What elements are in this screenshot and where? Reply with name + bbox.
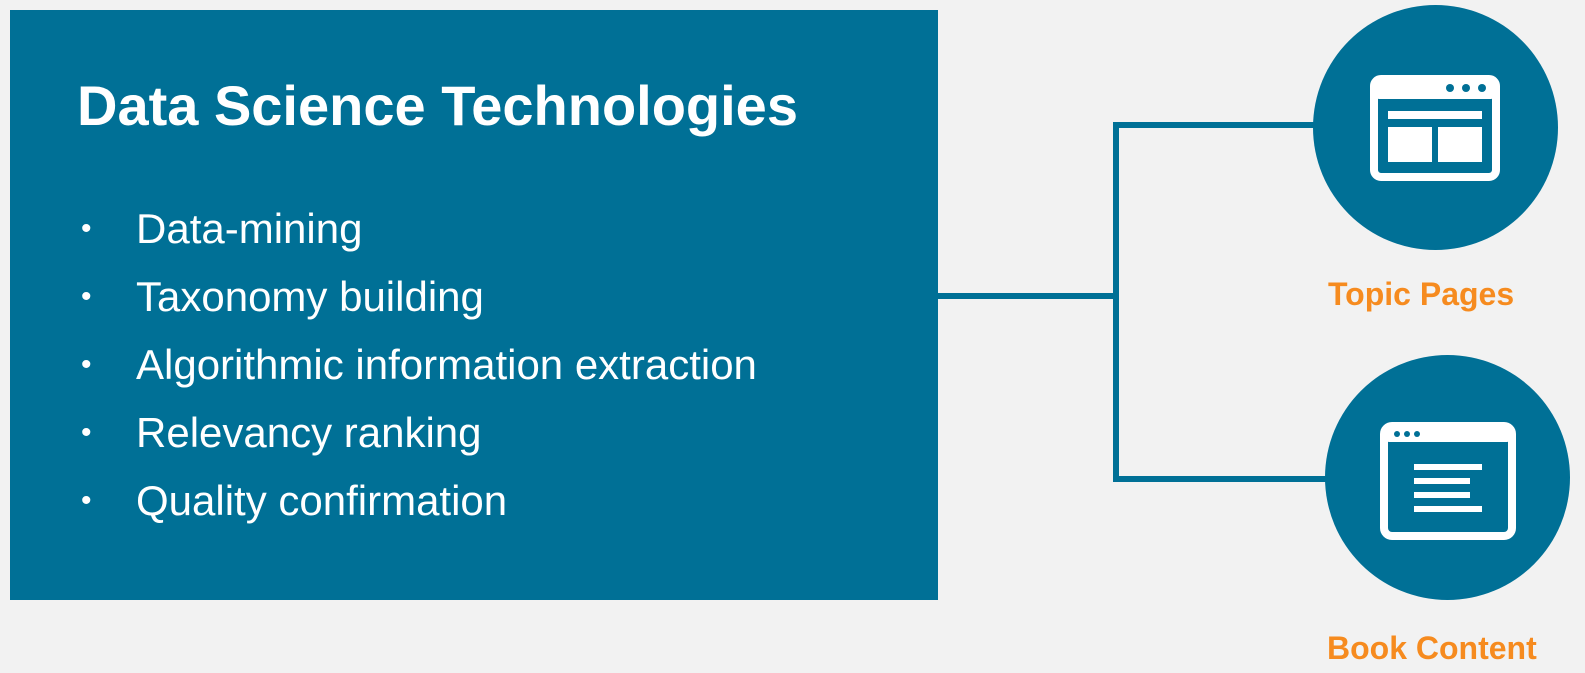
topic-pages-node	[1313, 5, 1558, 250]
technology-list: • Data-mining • Taxonomy building • Algo…	[77, 195, 757, 535]
technologies-panel: Data Science Technologies • Data-mining …	[10, 10, 938, 600]
list-item: • Algorithmic information extraction	[77, 331, 757, 399]
list-item-label: Taxonomy building	[136, 273, 484, 320]
list-item-label: Data-mining	[136, 205, 363, 252]
list-item-label: Quality confirmation	[136, 477, 508, 524]
book-content-node	[1325, 355, 1570, 600]
bullet-icon: •	[81, 416, 92, 449]
list-item: • Quality confirmation	[77, 467, 757, 535]
topic-pages-label: Topic Pages	[1328, 276, 1515, 312]
document-window-icon	[1380, 422, 1516, 540]
list-item: • Relevancy ranking	[77, 399, 757, 467]
bullet-icon: •	[81, 212, 92, 245]
bullet-icon: •	[81, 484, 92, 517]
browser-layout-icon	[1370, 75, 1500, 181]
list-item-label: Algorithmic information extraction	[136, 341, 757, 388]
list-item: • Taxonomy building	[77, 263, 757, 331]
bullet-icon: •	[81, 280, 92, 313]
bullet-icon: •	[81, 348, 92, 381]
list-item: • Data-mining	[77, 195, 757, 263]
book-content-label: Book Content	[1327, 630, 1537, 666]
list-item-label: Relevancy ranking	[136, 409, 482, 456]
panel-title: Data Science Technologies	[77, 74, 798, 137]
